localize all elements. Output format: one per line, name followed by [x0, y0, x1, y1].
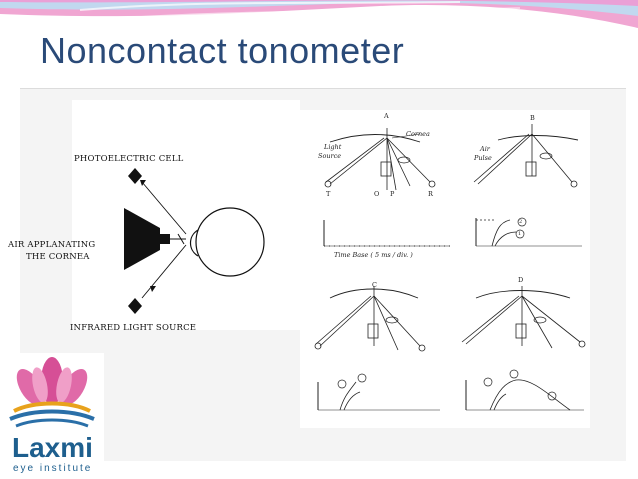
panel-a-graph [323, 220, 450, 247]
logo-name: Laxmi [12, 432, 93, 463]
t-label: T [326, 190, 331, 198]
time-base-label: Time Base ( 5 ms / div. ) [334, 251, 413, 259]
laxmi-logo [0, 353, 104, 479]
infrared-light-source [128, 298, 142, 314]
label-photoelectric-cell: PHOTOELECTRIC CELL [74, 154, 184, 164]
label-air-line1: AIR APPLANATING [8, 240, 96, 250]
cornea-curve [189, 229, 199, 257]
panel-c-label: C [372, 281, 377, 289]
panel-d-graph [465, 369, 584, 411]
panel-b-label: B [530, 114, 535, 122]
air-nozzle [124, 208, 160, 270]
light-label: Light [324, 143, 342, 151]
label-air-line2: THE CORNEA [26, 252, 90, 262]
eye-globe [195, 207, 265, 277]
cornea-label: Cornea [406, 130, 430, 138]
header-banner [0, 0, 638, 28]
panel-d-geometry [461, 286, 586, 349]
r-label: R [428, 190, 433, 198]
nozzle-tip [160, 234, 170, 244]
logo-subtitle: eye institute [13, 463, 93, 474]
p-label: P [390, 190, 395, 198]
panel-b-geometry [473, 124, 579, 188]
panel-c-geometry [314, 286, 426, 352]
o-label: O [374, 190, 380, 198]
lotus-icon [9, 357, 95, 428]
source-label: Source [318, 152, 342, 160]
air-label: Air [480, 145, 490, 153]
sequence-drawing [314, 124, 586, 411]
panel-b-graph [475, 217, 582, 247]
panel-c-graph [317, 373, 440, 411]
tonometer-principle-diagram [72, 100, 300, 330]
photoelectric-cell [128, 168, 142, 184]
curve-2-label: 2 [519, 219, 523, 225]
panel-d-label: D [518, 276, 524, 284]
curve-1-label: 1 [518, 231, 522, 237]
pulse-label: Pulse [474, 154, 492, 162]
panel-a-label: A [384, 112, 389, 120]
label-infrared-source: INFRARED LIGHT SOURCE [70, 323, 197, 333]
principle-drawing [124, 168, 265, 314]
panel-a-geometry [324, 128, 436, 191]
slide-title: Noncontact tonometer [40, 30, 405, 71]
applanation-sequence-figure [300, 110, 590, 428]
